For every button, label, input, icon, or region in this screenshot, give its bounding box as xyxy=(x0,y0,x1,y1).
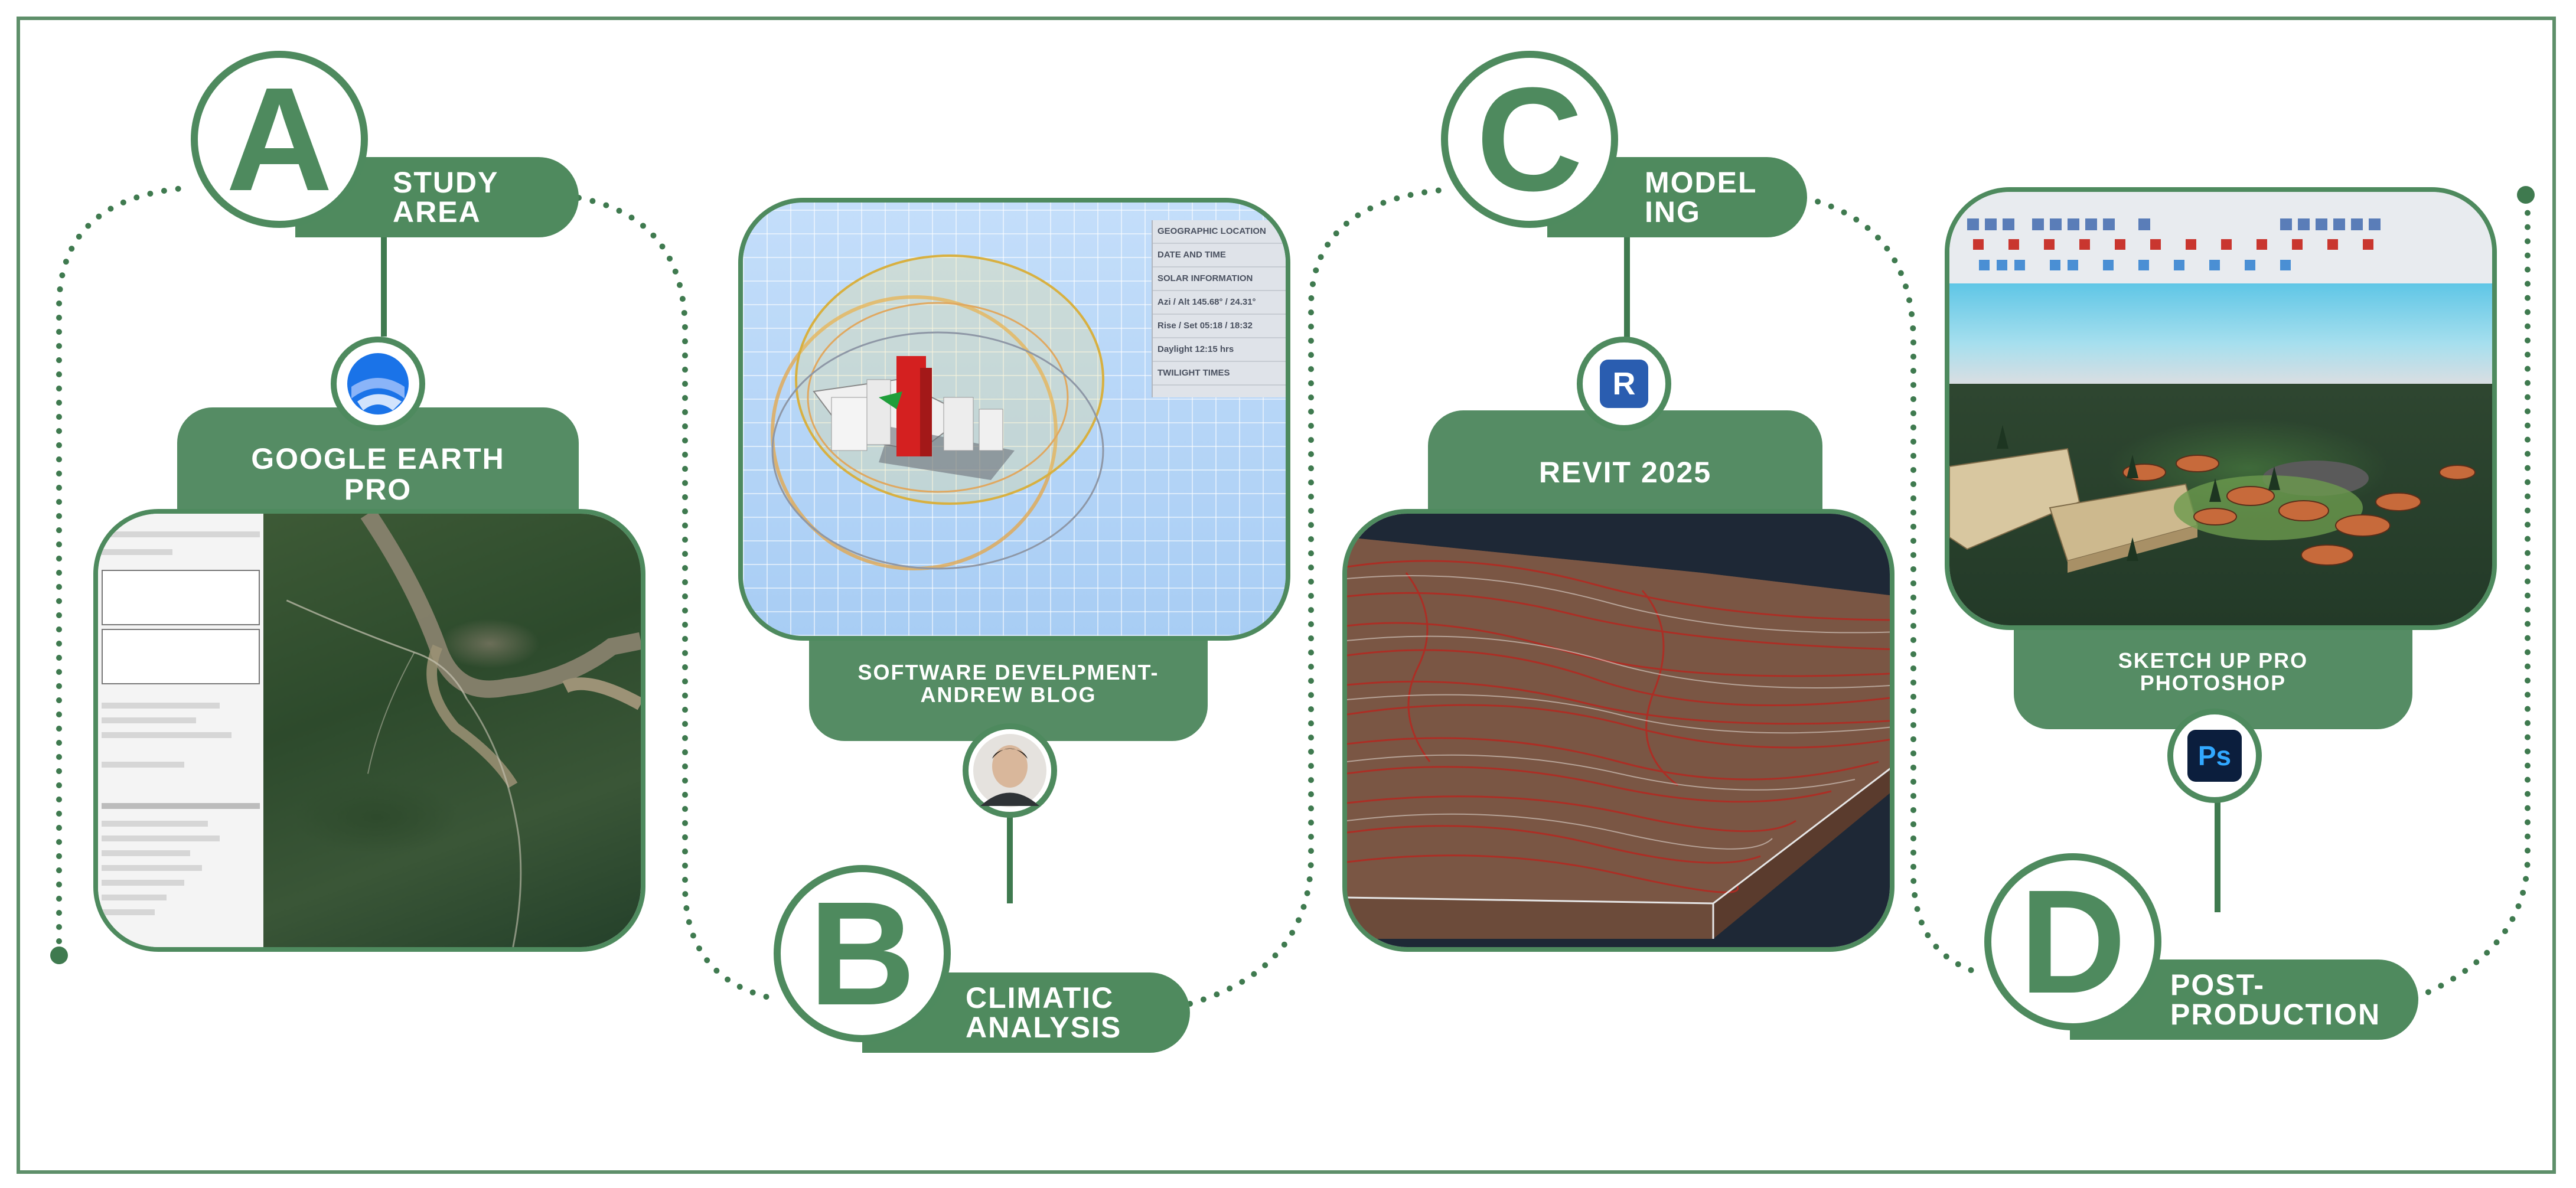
tool-b-line2: ANDREW BLOG xyxy=(920,682,1097,707)
solar-panel-row: GEOGRAPHIC LOCATION xyxy=(1153,220,1286,244)
stage-c-circle: C xyxy=(1441,51,1618,228)
solar-panel-row: DATE AND TIME xyxy=(1153,244,1286,267)
sun-path-diagram xyxy=(771,254,1104,570)
tool-a-line1: GOOGLE EARTH xyxy=(251,442,505,475)
site-model xyxy=(1949,425,2476,573)
stage-c-label-line1: MODEL xyxy=(1645,166,1757,199)
tool-c-line1: REVIT 2025 xyxy=(1538,456,1712,489)
google-earth-sidebar xyxy=(98,514,263,947)
sketchup-ground xyxy=(1949,384,2492,625)
tool-d-label: SKETCH UP PRO PHOTOSHOP xyxy=(2014,626,2412,729)
solar-panel-row: Daylight 12:15 hrs xyxy=(1153,338,1286,362)
stage-b-label-line1: CLIMATIC xyxy=(966,981,1114,1014)
stage-d-letter: D xyxy=(2019,859,2127,1024)
revit-terrain-screenshot xyxy=(1342,509,1894,952)
solar-info-panel: GEOGRAPHIC LOCATION DATE AND TIME SOLAR … xyxy=(1152,220,1286,397)
diagram-frame xyxy=(17,17,2556,1174)
photoshop-icon-text: Ps xyxy=(2197,740,2232,771)
sketchup-sky xyxy=(1949,283,2492,384)
tool-b-line1: SOFTWARE DEVELPMENT- xyxy=(857,660,1159,684)
satellite-map-view xyxy=(263,514,641,947)
stage-c-label-line2: ING xyxy=(1645,195,1701,229)
sun-path-screenshot: GEOGRAPHIC LOCATION DATE AND TIME SOLAR … xyxy=(738,198,1290,641)
stage-a-label: STUDY AREA xyxy=(295,157,579,237)
google-earth-icon xyxy=(347,353,409,415)
stage-d-circle: D xyxy=(1984,853,2161,1030)
solar-panel-row: SOLAR INFORMATION xyxy=(1153,267,1286,291)
tool-d-line1: SKETCH UP PRO xyxy=(2118,648,2308,673)
author-avatar-circle xyxy=(963,723,1057,818)
solar-panel-row: Rise / Set 05:18 / 18:32 xyxy=(1153,315,1286,338)
tool-a-line2: PRO xyxy=(344,472,412,506)
revit-logo-circle: R xyxy=(1577,337,1671,431)
tool-d-line2: PHOTOSHOP xyxy=(2140,670,2287,695)
stage-b-letter: B xyxy=(808,871,916,1036)
photoshop-icon: Ps xyxy=(2187,730,2242,782)
google-earth-screenshot xyxy=(93,509,645,952)
stage-a-letter: A xyxy=(226,57,333,221)
revit-icon-letter: R xyxy=(1612,366,1636,402)
revit-icon: R xyxy=(1600,360,1648,408)
stage-d-label-line2: PRODUCTION xyxy=(2170,998,2381,1031)
sketchup-toolbar xyxy=(1949,192,2492,285)
sketchup-screenshot xyxy=(1945,187,2497,630)
stage-b-circle: B xyxy=(774,865,951,1042)
stage-a-label-line2: AREA xyxy=(393,195,481,229)
photoshop-logo-circle: Ps xyxy=(2167,709,2262,803)
end-dot xyxy=(2517,186,2535,204)
author-avatar xyxy=(973,734,1046,807)
stage-d-label-line1: POST- xyxy=(2170,968,2265,1001)
stage-b-label-line2: ANALYSIS xyxy=(966,1011,1122,1044)
solar-panel-row: Azi / Alt 145.68° / 24.31° xyxy=(1153,291,1286,315)
stage-a-label-line1: STUDY xyxy=(393,166,499,199)
stage-c-letter: C xyxy=(1476,57,1583,221)
start-dot xyxy=(50,947,68,964)
google-earth-logo-circle xyxy=(331,337,425,431)
toolbar-icons xyxy=(1967,218,2381,270)
river-network xyxy=(286,514,641,947)
topography-surface xyxy=(1347,537,1890,939)
stage-a-circle: A xyxy=(191,51,368,228)
solar-panel-row: TWILIGHT TIMES xyxy=(1153,362,1286,386)
